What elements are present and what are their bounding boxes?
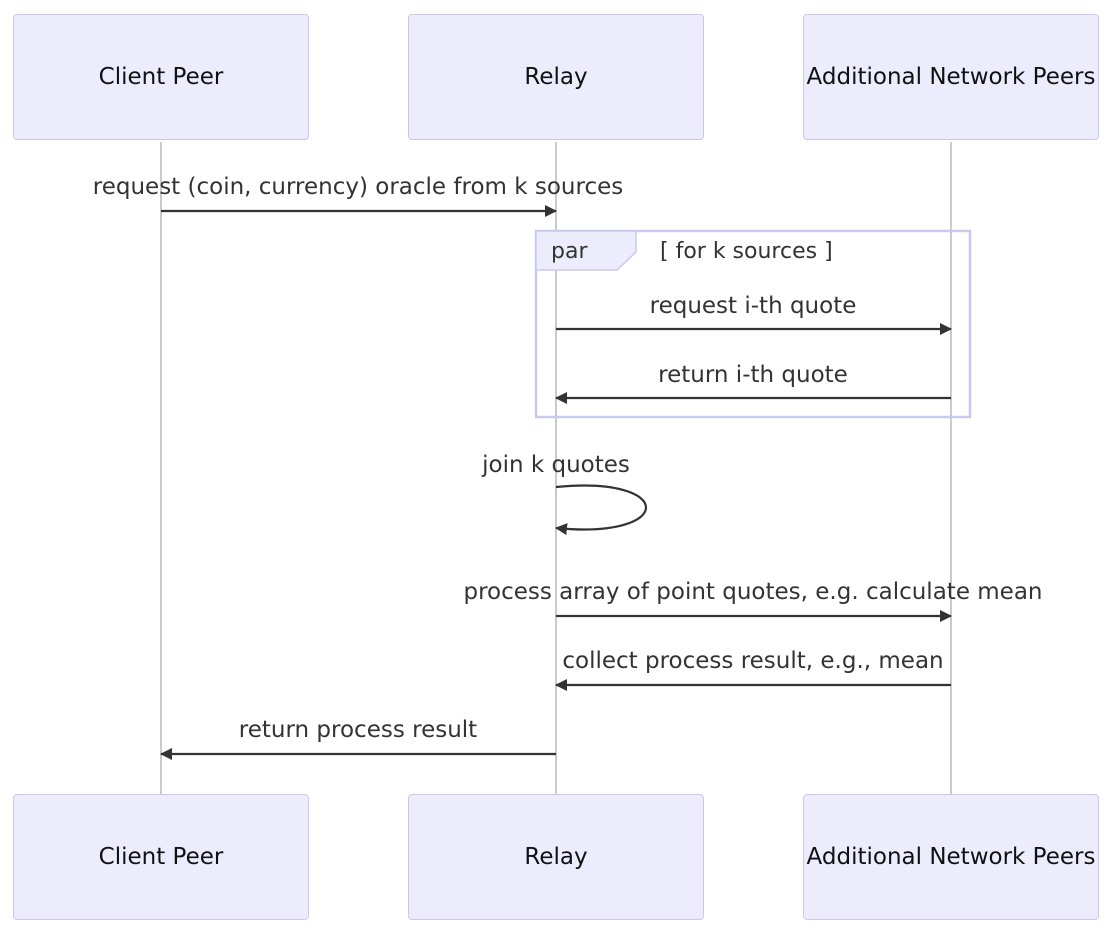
par-keyword: par bbox=[551, 239, 588, 264]
message-collect-result: collect process result, e.g., mean bbox=[562, 648, 944, 674]
message-request-quote: request i-th quote bbox=[649, 293, 857, 319]
actor-additional-network-peers-bottom: Additional Network Peers bbox=[803, 794, 1099, 920]
actor-additional-network-peers-top: Additional Network Peers bbox=[803, 14, 1099, 140]
arrow-join-quotes-self bbox=[555, 484, 648, 536]
message-process-array: process array of point quotes, e.g. calc… bbox=[463, 579, 1043, 605]
par-condition: [ for k sources ] bbox=[660, 239, 833, 264]
actor-relay-top: Relay bbox=[408, 14, 704, 140]
message-join-quotes: join k quotes bbox=[482, 452, 630, 478]
actor-client-peer-top: Client Peer bbox=[13, 14, 309, 140]
par-box-tab bbox=[535, 230, 637, 271]
actor-relay-bottom: Relay bbox=[408, 794, 704, 920]
message-return-result: return process result bbox=[238, 717, 478, 743]
actor-client-peer-bottom: Client Peer bbox=[13, 794, 309, 920]
message-request-oracle: request (coin, currency) oracle from k s… bbox=[92, 174, 624, 200]
message-return-quote: return i-th quote bbox=[658, 362, 848, 388]
par-box bbox=[534, 229, 972, 419]
